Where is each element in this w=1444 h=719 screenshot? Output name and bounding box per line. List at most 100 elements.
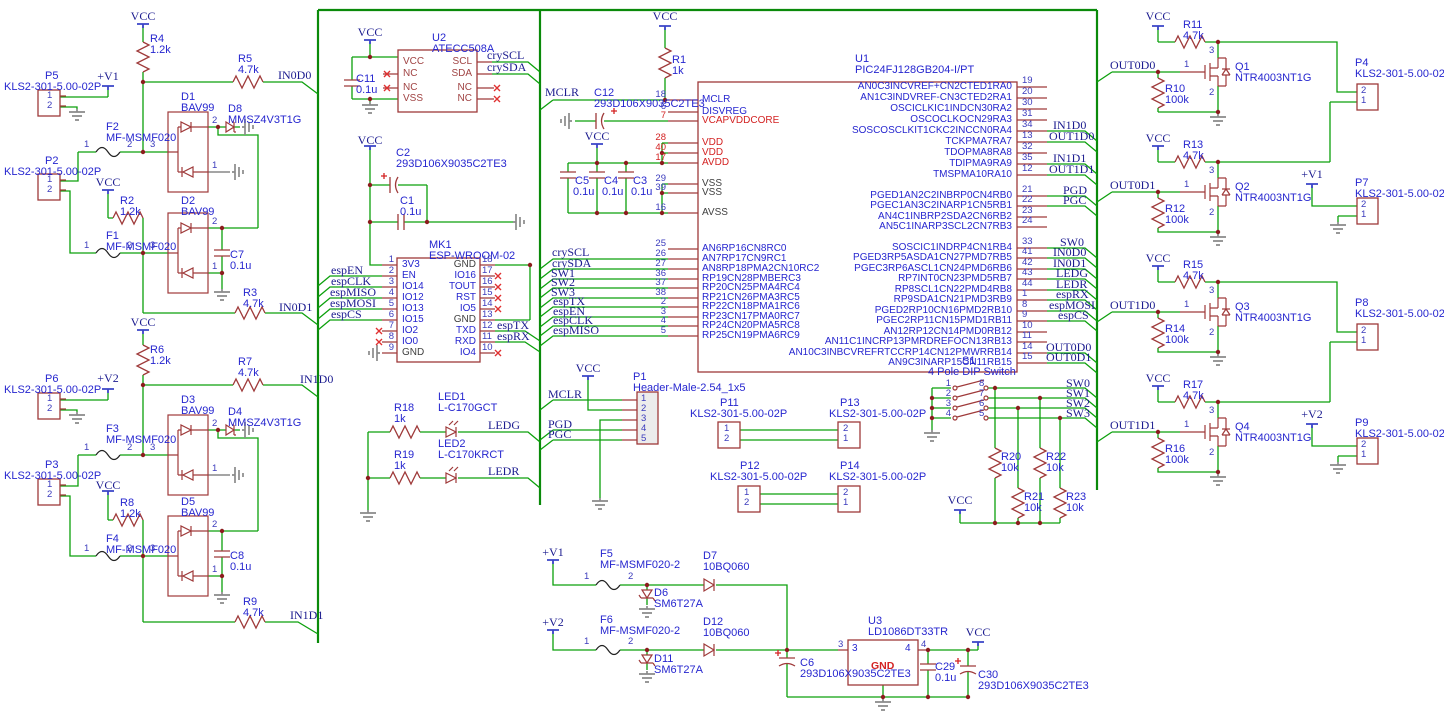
label-0-1u: 0.1u xyxy=(573,186,595,198)
label-vcc: VCC xyxy=(1145,251,1171,265)
label-r23: R23 xyxy=(1066,491,1087,503)
label-sm6t27a: SM6T27A xyxy=(654,664,703,676)
resistor-r23 xyxy=(1053,487,1067,519)
label-7: 7 xyxy=(979,388,985,399)
label-mf-msmf020: MF-MSMF020 xyxy=(106,434,177,446)
label-an9c3inarp15cn11rb15: AN9C3INARP15CN11RB15 xyxy=(888,357,1012,368)
label-2: 2 xyxy=(127,543,133,554)
label-1: 1 xyxy=(641,393,647,404)
label-3: 3 xyxy=(1209,285,1215,296)
ic-bodies[interactable] xyxy=(37,49,1379,686)
label-1: 1 xyxy=(212,564,218,575)
label-ntr4003nt1g: NTR4003NT1G xyxy=(1235,192,1312,204)
fuse-f3 xyxy=(95,449,121,461)
label-sm6t27a: SM6T27A xyxy=(654,598,703,610)
resistor-r16 xyxy=(1151,437,1165,469)
label-1: 1 xyxy=(47,479,53,490)
label-ledg: LEDG xyxy=(488,418,520,432)
label-293d106x9035c2te3: 293D106X9035C2TE3 xyxy=(800,668,911,680)
label-rxd: RXD xyxy=(454,336,476,347)
label-p2: P2 xyxy=(45,155,59,167)
label--v2: +V2 xyxy=(97,371,119,385)
label-18: 18 xyxy=(482,254,493,265)
label-io15: IO15 xyxy=(402,314,424,325)
label-1: 1 xyxy=(47,174,53,185)
label-2: 2 xyxy=(843,423,849,434)
label-3: 3 xyxy=(1209,405,1215,416)
label-1: 1 xyxy=(1184,59,1190,70)
label-r20: R20 xyxy=(1001,451,1022,463)
label-17: 17 xyxy=(655,152,666,163)
label-rp24cn20pma5rc8: RP24CN20PMA5RC8 xyxy=(702,320,800,331)
label-io13: IO13 xyxy=(402,303,424,314)
resistor-r6 xyxy=(136,344,150,376)
label-rp25cn19pma6rc9: RP25CN19PMA6RC9 xyxy=(702,330,800,341)
label-r5: R5 xyxy=(238,53,253,65)
label-mclr: MCLR xyxy=(545,85,580,99)
label-mclr: MCLR xyxy=(548,387,583,401)
label-atecc508a: ATECC508A xyxy=(432,43,495,55)
label-vcc: VCC xyxy=(357,133,383,147)
label-esprx: espRX xyxy=(497,329,530,343)
label-crysda: crySDA xyxy=(487,60,527,74)
label-u2: U2 xyxy=(432,32,447,44)
label-p11: P11 xyxy=(720,397,739,409)
label-35: 35 xyxy=(1022,152,1033,163)
label-pgec3rp6ascl1cn24pmd6rb6: PGEC3RP6ASCL1CN24PMD6RB6 xyxy=(854,263,1012,274)
fuse-f5 xyxy=(595,579,621,591)
label-vcc: VCC xyxy=(965,625,991,639)
label-ledr: LEDR xyxy=(488,464,520,478)
label-2: 2 xyxy=(212,115,218,126)
label-f6: F6 xyxy=(600,614,613,626)
label-c7: C7 xyxy=(230,249,245,261)
resistor-r12 xyxy=(1151,197,1165,229)
label-vcc: VCC xyxy=(1145,9,1171,23)
label-vcc: VCC xyxy=(357,25,383,39)
label-11: 11 xyxy=(1022,330,1032,341)
label-2: 2 xyxy=(1361,85,1367,96)
label-p14: P14 xyxy=(840,460,860,472)
label-25: 25 xyxy=(655,238,666,249)
label-0-1u: 0.1u xyxy=(935,672,957,684)
capacitor-c2 xyxy=(389,176,399,194)
label-led2: LED2 xyxy=(438,438,466,450)
label-in1d0: IN1D0 xyxy=(300,372,334,386)
label-tdopma8ra8: TDOPMA8RA8 xyxy=(944,147,1012,158)
label-p7: P7 xyxy=(1355,177,1369,189)
label-d4: D4 xyxy=(228,406,243,418)
label-4: 4 xyxy=(945,408,951,419)
label-espen: espEN xyxy=(553,304,585,318)
label-rp22cn18pma1rc6: RP22CN18PMA1RC6 xyxy=(702,301,800,312)
label-1: 1 xyxy=(584,571,590,582)
label-2: 2 xyxy=(127,139,133,150)
label-io2: IO2 xyxy=(402,325,419,336)
label-1: 1 xyxy=(1184,299,1190,310)
label-2: 2 xyxy=(212,418,218,429)
label-esptx: espTX xyxy=(497,318,529,332)
label-2: 2 xyxy=(724,433,730,444)
label-txd: TXD xyxy=(456,325,476,336)
label-ntr4003nt1g: NTR4003NT1G xyxy=(1235,432,1312,444)
label-esptx: espTX xyxy=(553,294,585,308)
label-0-1u: 0.1u xyxy=(602,186,624,198)
label-avdd: AVDD xyxy=(702,157,730,168)
junction-dots xyxy=(140,39,1221,700)
label-d3: D3 xyxy=(181,394,196,406)
label-5: 5 xyxy=(660,325,666,336)
label-f4: F4 xyxy=(106,533,119,545)
label-d11: D11 xyxy=(654,653,674,665)
label-4-7k: 4.7k xyxy=(1183,150,1204,162)
label-mf-msmf020-2: MF-MSMF020-2 xyxy=(600,625,681,637)
label-pged2rp10cn16pmd2rb10: PGED2RP10CN16PMD2RB10 xyxy=(874,305,1012,316)
diode-d2 xyxy=(167,212,209,294)
label-p1: P1 xyxy=(633,371,647,383)
label-15: 15 xyxy=(1022,351,1033,362)
label-20: 20 xyxy=(1022,86,1033,97)
label-rp23cn17pma0rc7: RP23CN17PMA0RC7 xyxy=(702,311,800,322)
label-r15: R15 xyxy=(1183,259,1204,271)
capacitor-c8 xyxy=(213,550,231,558)
label-19: 19 xyxy=(1022,75,1033,86)
label-d12: D12 xyxy=(703,616,724,628)
